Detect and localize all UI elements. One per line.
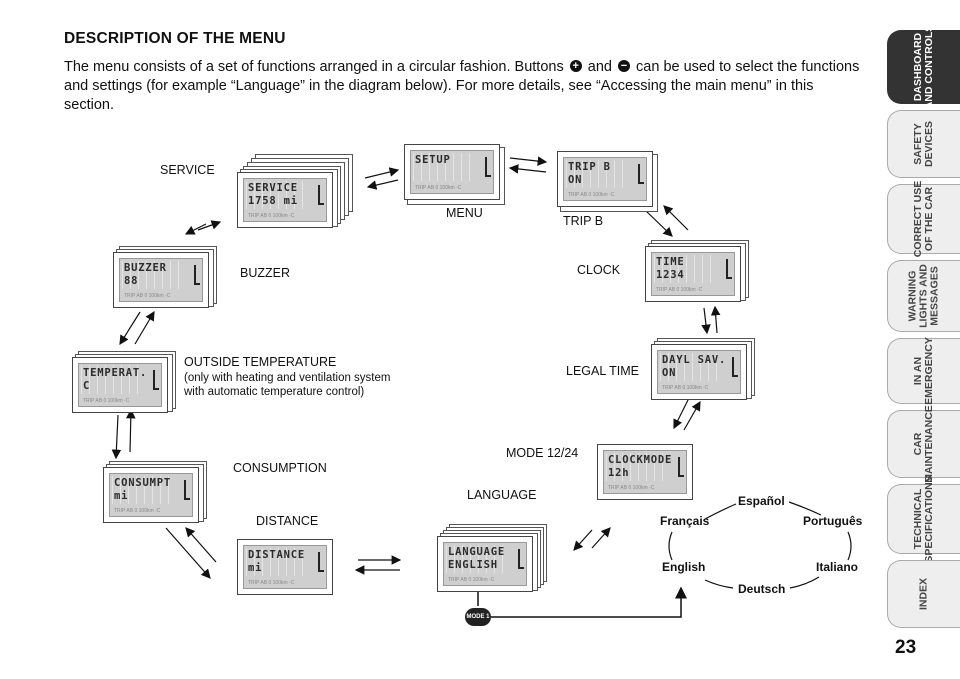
label-trip-b: TRIP B bbox=[563, 214, 604, 228]
minus-button-icon: − bbox=[618, 60, 631, 72]
mode-button-icon: MODE 1 bbox=[465, 608, 491, 626]
label-menu: MENU bbox=[446, 206, 483, 220]
tab-safety-devices[interactable]: SAFETY DEVICES bbox=[887, 110, 960, 178]
language-deutsch: Deutsch bbox=[738, 582, 786, 596]
label-mode-1224: MODE 12/24 bbox=[506, 446, 579, 460]
label-outside-temperature-note-2: with automatic temperature control) bbox=[184, 386, 365, 398]
page-title: DESCRIPTION OF THE MENU bbox=[64, 30, 286, 47]
language-italiano: Italiano bbox=[816, 560, 859, 574]
label-language: LANGUAGE bbox=[467, 488, 537, 502]
tab-in-an-emergency[interactable]: IN AN EMERGENCY bbox=[887, 337, 960, 405]
label-distance: DISTANCE bbox=[256, 514, 319, 528]
language-espanol: Español bbox=[738, 494, 785, 508]
label-buzzer: BUZZER bbox=[240, 266, 290, 280]
language-english: English bbox=[662, 560, 706, 574]
label-service: SERVICE bbox=[160, 163, 215, 177]
label-outside-temperature-note-1: (only with heating and ventilation syste… bbox=[184, 372, 391, 384]
tab-index[interactable]: INDEX bbox=[887, 560, 960, 628]
label-outside-temperature: OUTSIDE TEMPERATURE bbox=[184, 355, 337, 369]
plus-button-icon: + bbox=[569, 60, 582, 72]
page-number: 23 bbox=[895, 637, 917, 658]
tab-correct-use[interactable]: CORRECT USE OF THE CAR bbox=[887, 181, 960, 257]
label-clock: CLOCK bbox=[577, 263, 621, 277]
language-portugues: Português bbox=[803, 514, 863, 528]
label-consumption: CONSUMPTION bbox=[233, 461, 327, 475]
intro-text: The menu consists of a set of functions … bbox=[64, 59, 860, 113]
language-francais: Français bbox=[660, 514, 710, 528]
label-legal-time: LEGAL TIME bbox=[566, 364, 639, 378]
tab-dashboard-and-controls[interactable]: DASHBOARD AND CONTROLS bbox=[887, 25, 960, 109]
tab-car-maintenance[interactable]: CAR MAINTENANCE bbox=[887, 405, 960, 483]
tab-warning-lights[interactable]: WARNING LIGHTS AND MESSAGES bbox=[887, 260, 960, 332]
tab-technical-specifications[interactable]: TECHNICAL SPECIFICATIONS bbox=[887, 475, 960, 563]
